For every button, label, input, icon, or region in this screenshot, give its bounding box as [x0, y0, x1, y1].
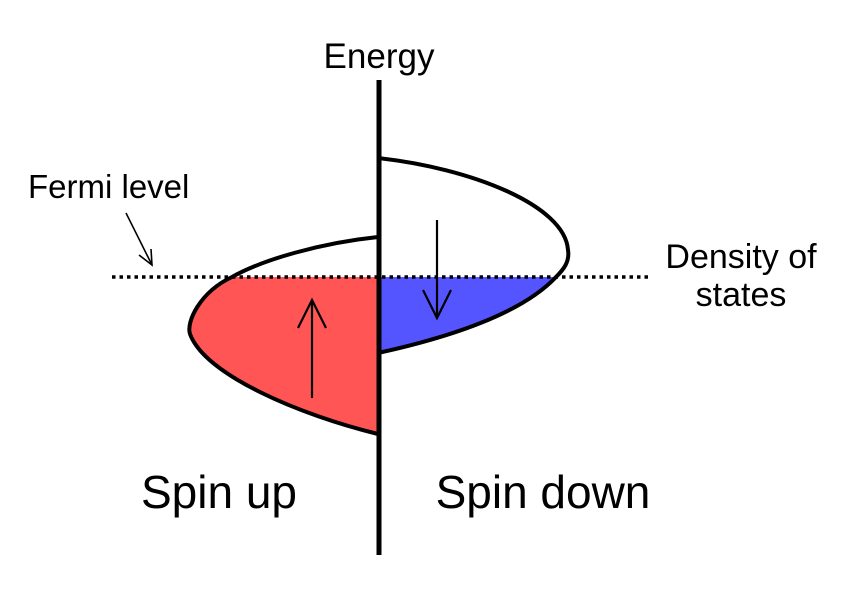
energy-axis-label: Energy: [324, 37, 435, 76]
density-of-states-label-line1: Density of: [665, 238, 817, 276]
arrow-down-icon: [422, 220, 452, 321]
spin-down-label: Spin down: [436, 466, 651, 518]
spin-up-band-outline: [187, 235, 379, 436]
spin-up-occupied-states: [189, 277, 378, 434]
spin-up-label: Spin up: [141, 466, 297, 518]
spin-down-band-outline: [377, 156, 571, 355]
pointer-arrow-icon: [125, 212, 153, 267]
fermi-level-label: Fermi level: [28, 168, 189, 205]
spin-down-occupied-states: [378, 277, 556, 353]
density-of-states-label-line2: states: [696, 276, 787, 314]
arrow-up-icon: [297, 297, 327, 398]
